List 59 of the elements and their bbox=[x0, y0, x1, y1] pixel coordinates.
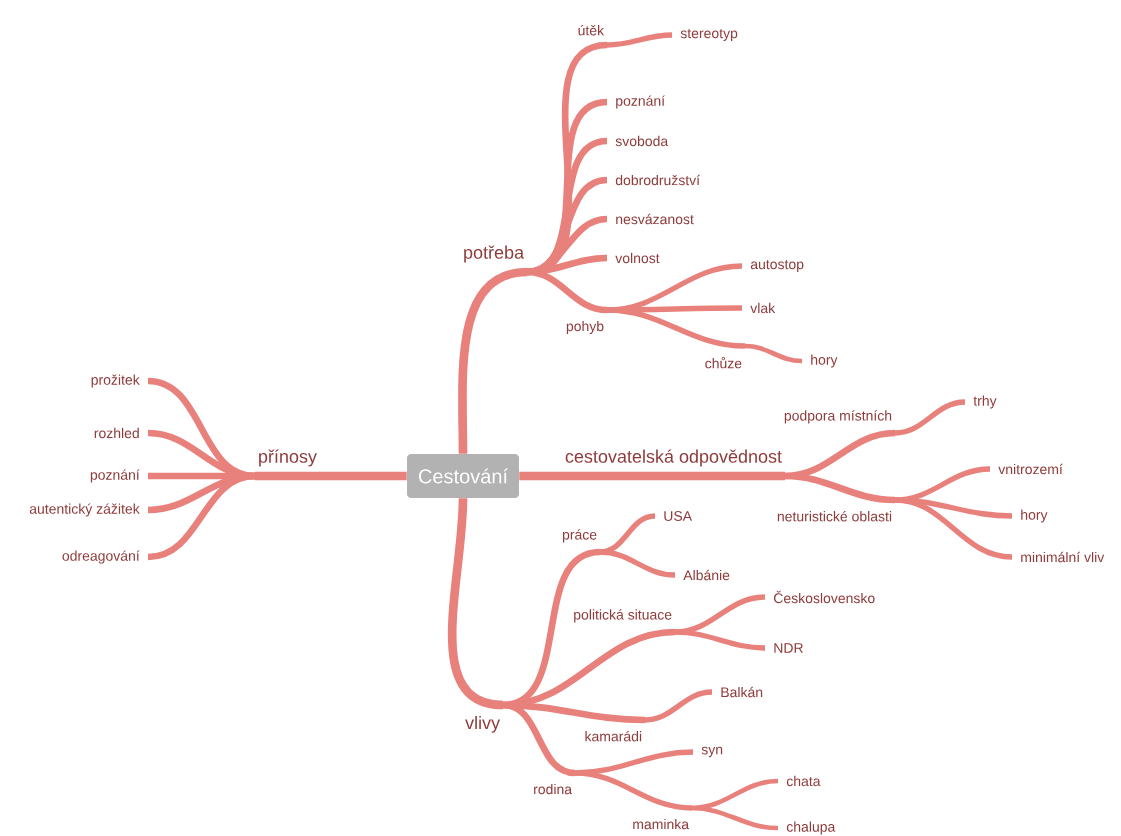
topic-label: poznání bbox=[90, 469, 140, 483]
branch bbox=[526, 268, 608, 314]
topic-label: Československo bbox=[774, 590, 875, 604]
topic-label: politická situace bbox=[574, 609, 672, 623]
central-topic-box: Cestování bbox=[407, 454, 519, 498]
topic-label: podpora místních bbox=[784, 410, 892, 424]
topic-label: cestovatelská odpovědnost bbox=[565, 449, 782, 467]
topic-label: neturistické oblasti bbox=[777, 510, 892, 522]
topic-label: minimální vliv bbox=[1021, 551, 1105, 563]
branch bbox=[458, 267, 528, 454]
topic-label: rozhled bbox=[94, 427, 139, 439]
topic-label: NDR bbox=[774, 643, 803, 653]
topic-label: hory bbox=[1021, 509, 1048, 523]
branch bbox=[644, 689, 713, 723]
branch bbox=[519, 471, 785, 481]
topic-label: práce bbox=[562, 529, 597, 543]
topic-label: útěk bbox=[578, 24, 605, 36]
branch bbox=[147, 472, 256, 561]
topic-label: autostop bbox=[750, 260, 804, 272]
topic-label: hory bbox=[811, 354, 838, 368]
topic-label: syn bbox=[701, 746, 723, 758]
branch bbox=[606, 32, 673, 48]
topic-label: potřeba bbox=[464, 245, 525, 263]
branch bbox=[894, 399, 966, 436]
topic-label: přínosy bbox=[259, 449, 317, 467]
topic-label: vnitrozemí bbox=[998, 463, 1063, 475]
topic-label: chůze bbox=[705, 356, 742, 369]
topic-label: odreagování bbox=[62, 550, 140, 564]
topic-label: rodina bbox=[534, 783, 573, 795]
branch bbox=[502, 701, 576, 777]
branch bbox=[574, 770, 693, 811]
topic-label: poznání bbox=[616, 95, 665, 109]
branch bbox=[744, 343, 803, 364]
topic-label: prožitek bbox=[91, 374, 140, 388]
topic-label: dobrodružství bbox=[615, 174, 700, 186]
topic-label: pohyb bbox=[566, 320, 604, 334]
topic-label: maminka bbox=[633, 818, 690, 830]
topic-label: vlivy bbox=[465, 715, 501, 733]
branch bbox=[894, 497, 1013, 560]
topic-label: nesvázanost bbox=[616, 213, 694, 225]
branch bbox=[784, 472, 896, 504]
branch bbox=[691, 805, 779, 831]
branch bbox=[599, 549, 676, 578]
topic-label: stereotyp bbox=[680, 29, 738, 41]
branch bbox=[606, 307, 746, 349]
topic-label: USA bbox=[664, 511, 693, 521]
branch bbox=[447, 498, 504, 710]
branch bbox=[674, 629, 766, 651]
topic-label: volnost bbox=[615, 252, 660, 264]
topic-label: svoboda bbox=[615, 135, 669, 147]
topic-label: vlak bbox=[750, 302, 776, 314]
topic-label: Balkán bbox=[721, 686, 763, 698]
topic-label: chalupa bbox=[786, 821, 836, 835]
topic-label: trhy bbox=[973, 395, 997, 409]
topic-label: kamarádi bbox=[585, 730, 642, 742]
branch bbox=[255, 471, 407, 481]
topic-label: autentický zážitek bbox=[29, 503, 140, 517]
topic-label: chata bbox=[786, 775, 821, 787]
topic-label: Albánie bbox=[683, 569, 730, 581]
